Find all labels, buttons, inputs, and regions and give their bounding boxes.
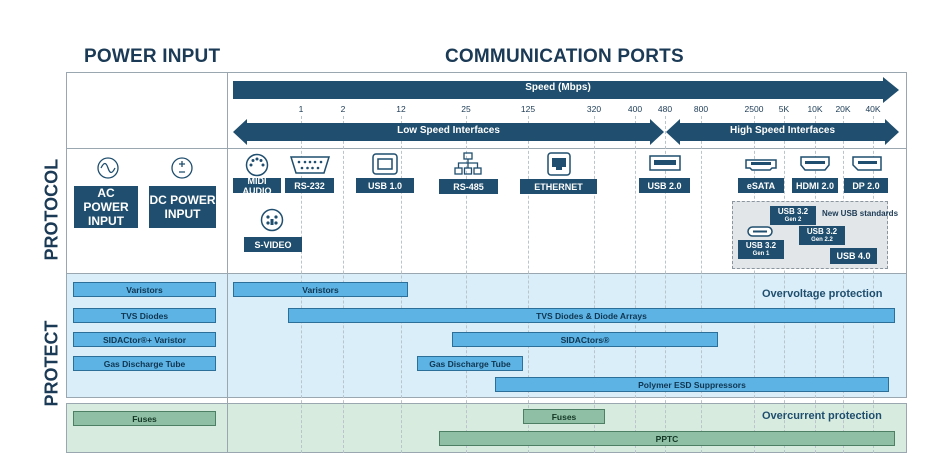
usb32-gen1-name: USB 3.2 xyxy=(745,240,777,250)
speed-tick: 12 xyxy=(396,104,406,114)
rs485-label: RS-485 xyxy=(439,179,498,194)
overcurrent-protection-note: Overcurrent protection xyxy=(762,410,882,422)
speed-arrow xyxy=(233,77,899,103)
protect-sidactor-varistor-label: SIDACtor®+ Varistor xyxy=(73,332,216,347)
usb32-gen1-badge: USB 3.2 Gen 1 xyxy=(738,240,784,259)
column-divider xyxy=(227,72,228,453)
varistors-range-bar: Varistors xyxy=(233,282,408,297)
gridline xyxy=(815,116,816,453)
speed-tick: 2 xyxy=(340,104,346,114)
power-input-header: POWER INPUT xyxy=(84,46,221,67)
gridline xyxy=(528,116,529,453)
fuse-box xyxy=(66,403,907,453)
midi-connector-icon xyxy=(245,153,269,177)
gdt-range-bar: Gas Discharge Tube xyxy=(417,356,523,371)
db9-serial-icon xyxy=(289,156,331,174)
polymer-esd-range-bar: Polymer ESD Suppressors xyxy=(495,377,889,392)
gridline xyxy=(843,116,844,453)
speed-title: Speed (Mbps) xyxy=(525,82,591,93)
fuses-range-bar: Fuses xyxy=(523,409,605,424)
ac-sine-icon xyxy=(97,157,119,179)
s-video-label: S-VIDEO xyxy=(244,237,302,252)
gridline xyxy=(754,116,755,453)
dc-power-input-box: DC POWER INPUT xyxy=(149,186,216,228)
usb1-label: USB 1.0 xyxy=(356,178,414,193)
displayport-label: DP 2.0 xyxy=(844,178,888,193)
protect-tvs-diodes-label: TVS Diodes xyxy=(73,308,216,323)
dc-polarity-icon xyxy=(171,157,193,179)
usb-b-port-icon xyxy=(372,153,398,175)
s-video-connector-icon xyxy=(260,208,284,232)
usb4-badge: USB 4.0 xyxy=(830,248,877,264)
speed-tick: 5K xyxy=(778,104,790,114)
high-speed-arrow xyxy=(666,119,899,145)
rs232-label: RS-232 xyxy=(285,178,334,193)
gridline xyxy=(873,116,874,453)
usb-a-port-icon xyxy=(649,155,681,171)
protect-row-label: PROTECT xyxy=(41,320,62,407)
protect-fuses-label: Fuses xyxy=(73,411,216,426)
speed-tick: 10K xyxy=(807,104,823,114)
gridline xyxy=(784,116,785,453)
speed-tick: 25 xyxy=(461,104,471,114)
speed-tick: 480 xyxy=(657,104,673,114)
usb32-gen1-gen: Gen 1 xyxy=(752,250,770,257)
gridline xyxy=(635,116,636,453)
esata-port-icon xyxy=(745,159,777,171)
speed-tick: 320 xyxy=(586,104,602,114)
low-speed-arrow xyxy=(233,119,664,145)
speed-tick: 125 xyxy=(520,104,536,114)
usb2-label: USB 2.0 xyxy=(639,178,690,193)
protect-gdt-label: Gas Discharge Tube xyxy=(73,356,216,371)
gridline xyxy=(594,116,595,453)
high-speed-label: High Speed Interfaces xyxy=(729,125,836,136)
protocol-row-label: PROTOCOL xyxy=(41,158,62,261)
usb32-gen22-gen: Gen 2.2 xyxy=(811,236,833,243)
usb-c-port-icon xyxy=(747,226,773,237)
usb32-gen22-badge: USB 3.2 Gen 2.2 xyxy=(799,226,845,245)
esata-label: eSATA xyxy=(738,178,784,193)
pptc-range-bar: PPTC xyxy=(439,431,895,446)
gridline xyxy=(466,116,467,453)
speed-tick: 40K xyxy=(865,104,881,114)
protect-varistors-label: Varistors xyxy=(73,282,216,297)
speed-tick: 2500 xyxy=(744,104,764,114)
hdmi-port-icon xyxy=(800,156,830,171)
speed-tick: 1 xyxy=(298,104,304,114)
protect-box xyxy=(66,273,907,398)
overvoltage-protection-note: Overvoltage protection xyxy=(762,288,883,300)
network-topology-icon xyxy=(454,152,482,175)
displayport-icon xyxy=(852,156,882,171)
midi-audio-label: MIDI AUDIO xyxy=(233,176,281,196)
hdmi-label: HDMI 2.0 xyxy=(792,178,838,193)
speed-tick: 400 xyxy=(627,104,643,114)
usb32-gen2-name: USB 3.2 xyxy=(777,206,809,216)
communication-ports-header: COMMUNICATION PORTS xyxy=(445,46,684,67)
usb32-gen2-badge: USB 3.2 Gen 2 xyxy=(770,206,816,225)
gridline xyxy=(701,116,702,453)
usb32-gen22-name: USB 3.2 xyxy=(806,226,838,236)
ac-power-input-box: AC POWER INPUT xyxy=(74,186,138,228)
new-usb-standards-title: New USB standards xyxy=(822,209,899,218)
speed-tick: 20K xyxy=(835,104,851,114)
sidactors-range-bar: SIDACtors® xyxy=(452,332,718,347)
ethernet-port-icon xyxy=(547,152,571,176)
speed-tick: 800 xyxy=(693,104,709,114)
low-speed-label: Low Speed Interfaces xyxy=(397,125,500,136)
gridline xyxy=(665,116,666,453)
tvs-diodes-range-bar: TVS Diodes & Diode Arrays xyxy=(288,308,895,323)
usb32-gen2-gen: Gen 2 xyxy=(784,216,802,223)
ethernet-label: ETHERNET xyxy=(520,179,597,194)
